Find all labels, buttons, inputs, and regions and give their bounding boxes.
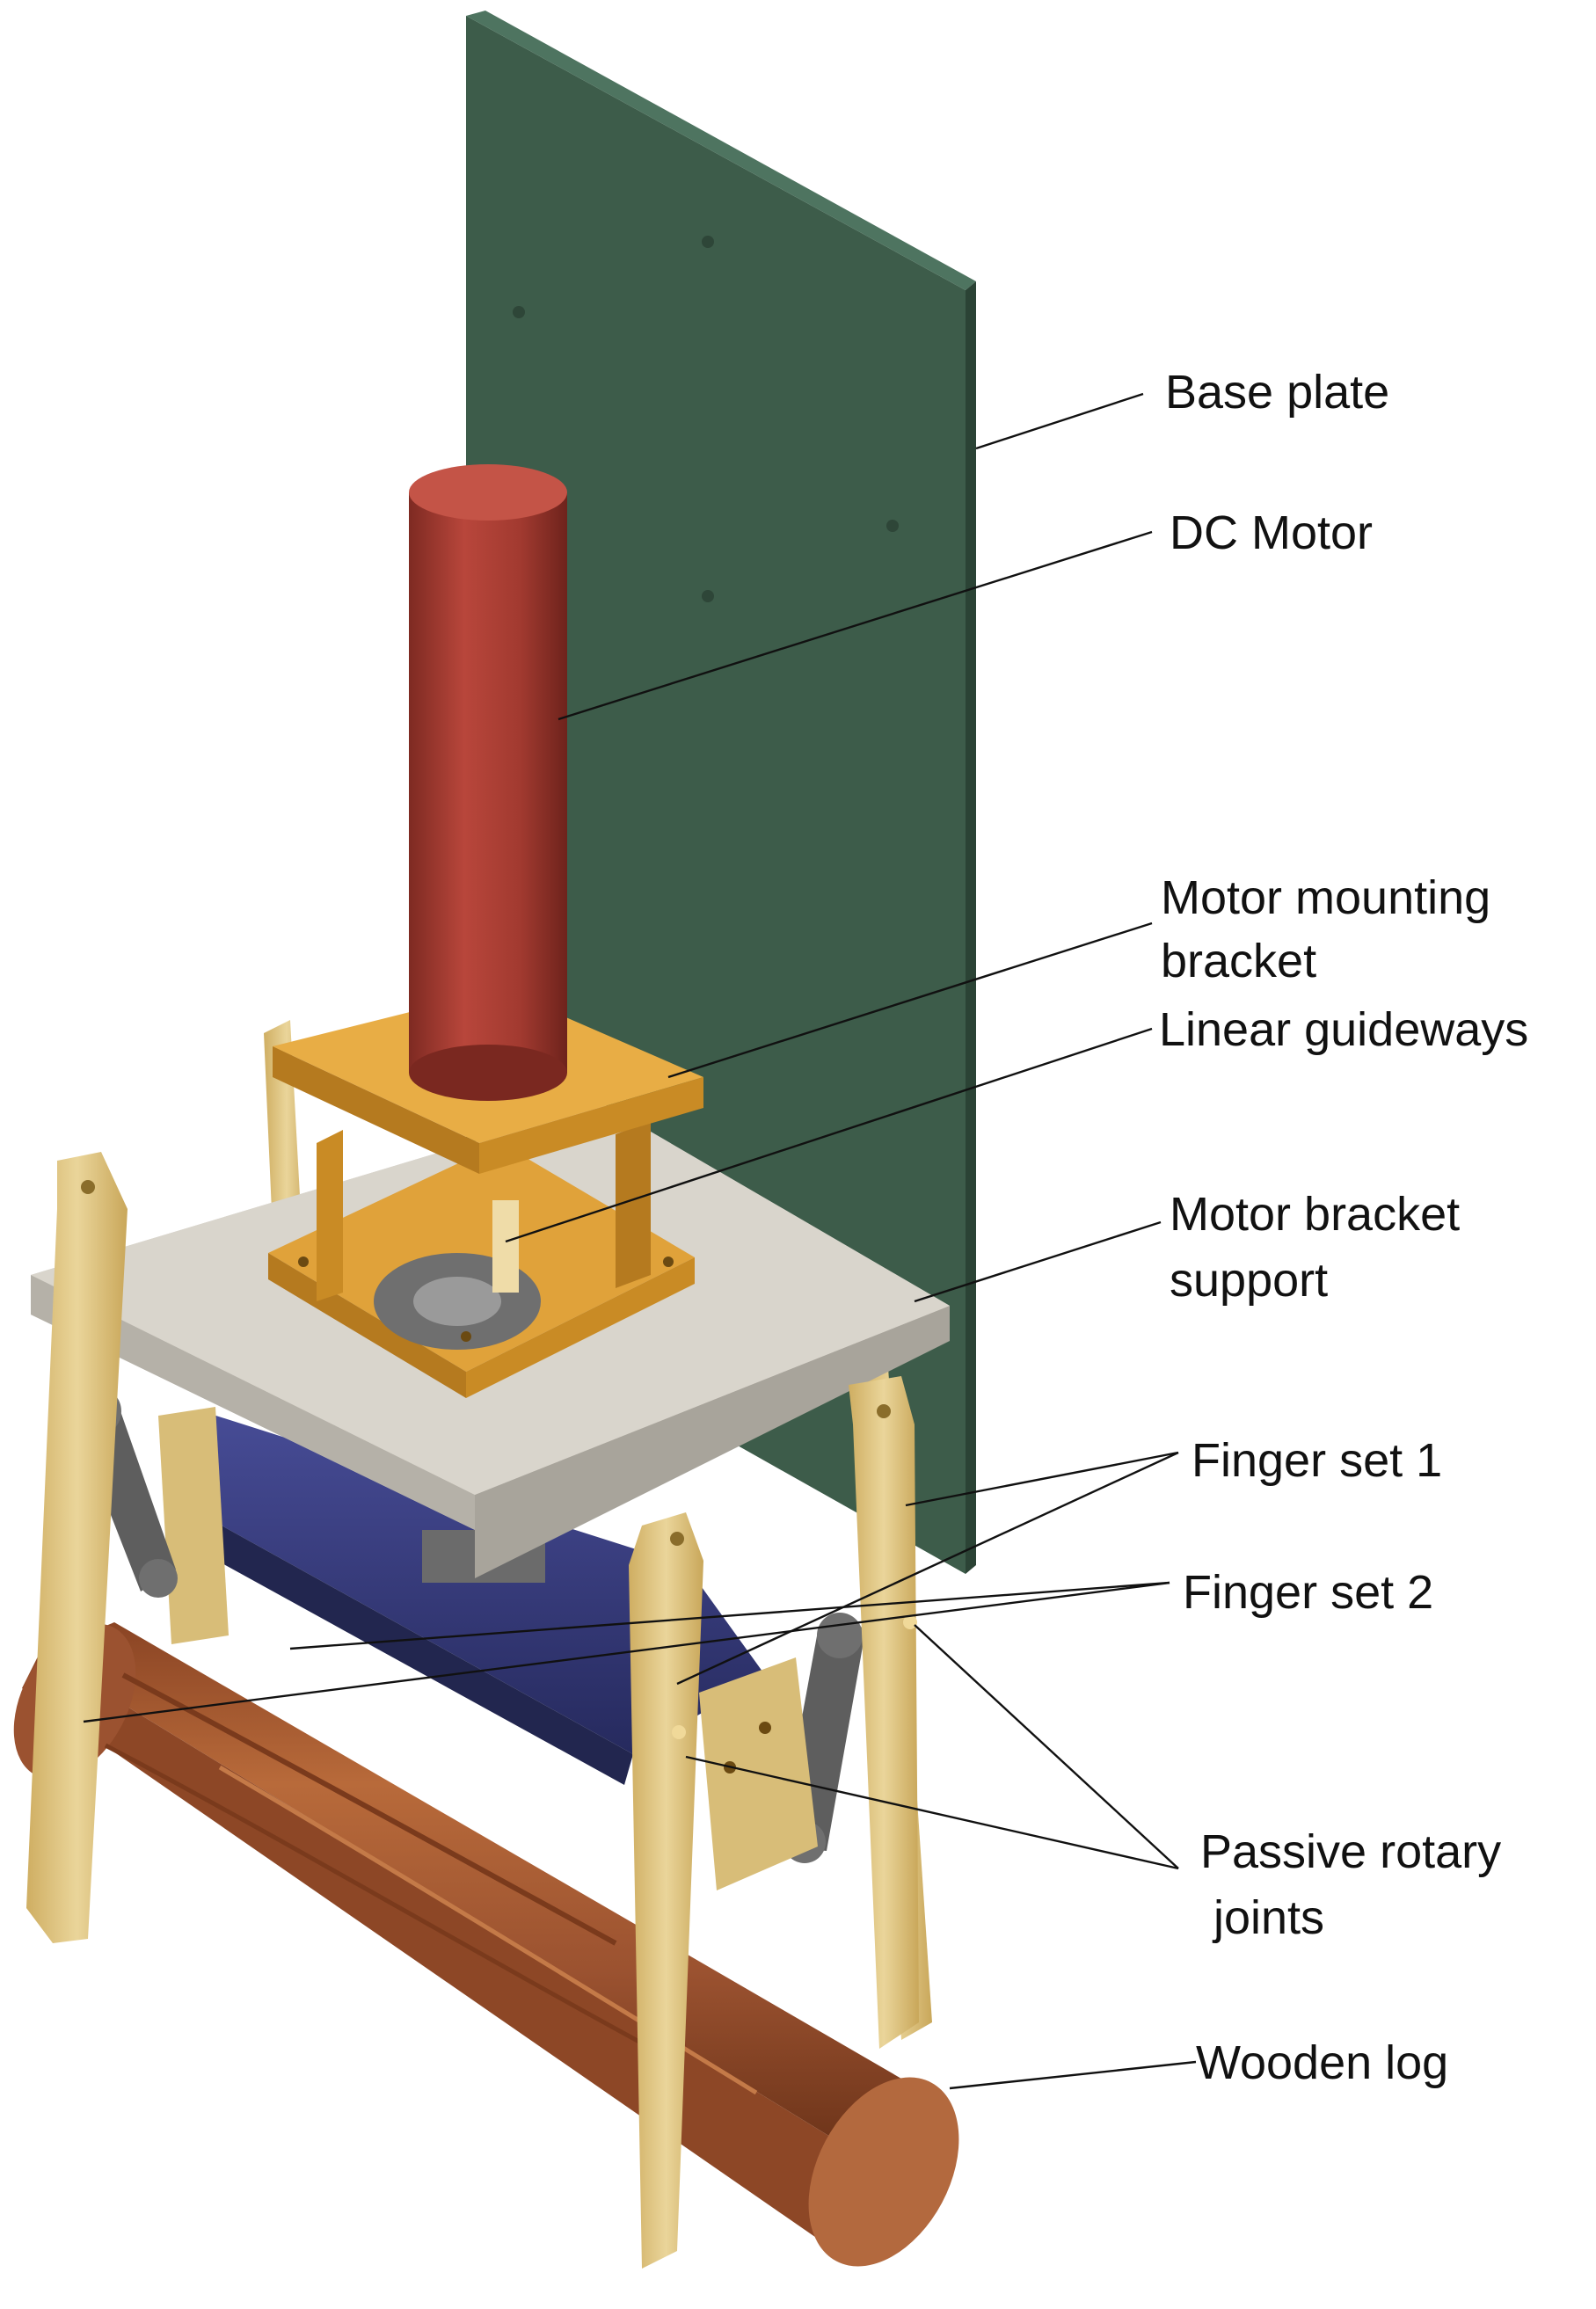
callout-lines xyxy=(83,392,1197,2090)
callout-motor-mounting-bracket xyxy=(667,921,1153,1079)
label-wooden-log: Wooden log xyxy=(1196,2036,1449,2089)
label-motor-mounting-bracket-line2: bracket xyxy=(1161,935,1317,987)
callout-finger-set-2-a xyxy=(289,1581,1170,1650)
callout-wooden-log xyxy=(949,2060,1197,2090)
label-linear-guideways: Linear guideways xyxy=(1159,1003,1529,1056)
label-finger-set-1: Finger set 1 xyxy=(1192,1434,1443,1487)
label-finger-set-2: Finger set 2 xyxy=(1183,1566,1434,1619)
label-motor-bracket-support-line1: Motor bracket xyxy=(1170,1188,1461,1241)
callout-base-plate xyxy=(975,392,1144,450)
label-dc-motor: DC Motor xyxy=(1170,506,1374,559)
callout-motor-bracket-support xyxy=(914,1220,1162,1303)
callout-passive-joints-b xyxy=(685,1755,1179,1870)
callout-finger-set-1-b xyxy=(676,1451,1179,1686)
label-motor-mounting-bracket-line1: Motor mounting xyxy=(1161,871,1491,924)
callout-finger-set-1-a xyxy=(905,1451,1179,1507)
label-passive-rotary-joints-line2: joints xyxy=(1213,1891,1325,1944)
callout-finger-set-2-b xyxy=(83,1581,1170,1723)
callout-dc-motor xyxy=(558,530,1153,721)
label-motor-bracket-support-line2: support xyxy=(1170,1254,1329,1307)
callout-passive-joints-a xyxy=(914,1624,1179,1869)
label-base-plate: Base plate xyxy=(1165,366,1390,419)
callout-linear-guideways xyxy=(505,1027,1153,1243)
label-passive-rotary-joints-line1: Passive rotary xyxy=(1200,1825,1502,1878)
front-fingers xyxy=(26,1152,919,2269)
dc-motor xyxy=(409,464,567,1101)
